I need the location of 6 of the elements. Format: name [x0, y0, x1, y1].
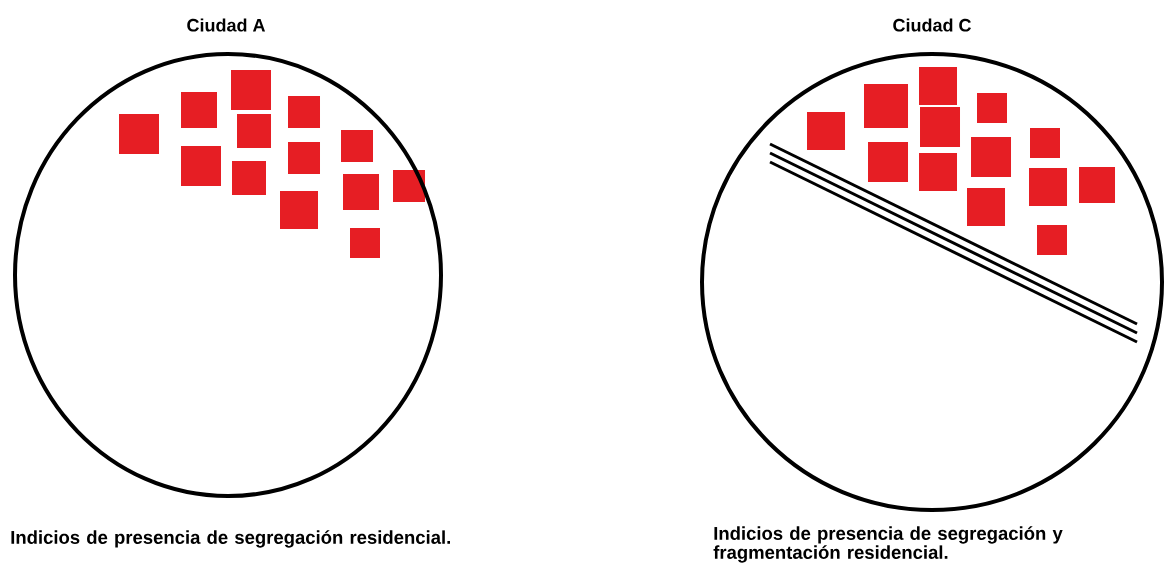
city-circle — [13, 52, 443, 498]
city-title: Ciudad C — [893, 18, 971, 32]
node-label: Indicios de presencia de segregación residencial. — [11, 530, 450, 548]
node-label: Indicios de presencia de segregación y fragmentación residencial. — [713, 526, 1063, 563]
city-title: Ciudad A — [187, 18, 266, 32]
city-circle — [700, 52, 1164, 512]
